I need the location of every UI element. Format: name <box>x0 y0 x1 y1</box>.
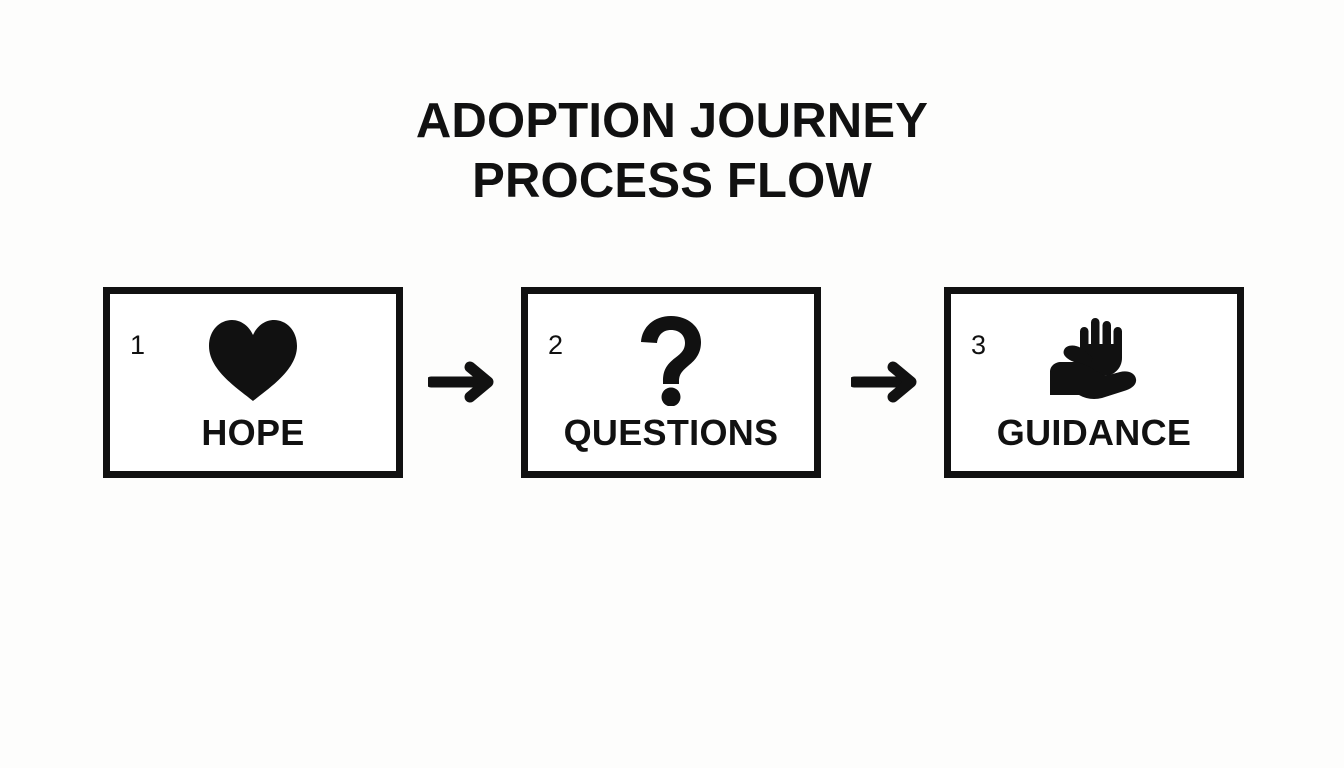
title-line-1: ADOPTION JOURNEY <box>415 94 929 148</box>
step-label: HOPE <box>201 412 305 453</box>
process-flow-diagram: 1 HOPE 2 QUESTIONS 3 <box>103 287 1245 478</box>
heart-icon <box>110 312 396 407</box>
process-step-3[interactable]: 3 GUIDANCE <box>944 287 1244 478</box>
arrow-right-icon <box>428 359 498 405</box>
step-number: 3 <box>971 330 987 360</box>
process-step-2[interactable]: 2 QUESTIONS <box>521 287 821 478</box>
step-number: 1 <box>130 330 146 360</box>
step-label: QUESTIONS <box>563 412 779 453</box>
question-mark-icon <box>528 312 814 407</box>
helping-hand-icon <box>951 312 1237 407</box>
step-number: 2 <box>548 330 564 360</box>
title-line-2: PROCESS FLOW <box>472 153 872 208</box>
step-label: GUIDANCE <box>996 412 1192 453</box>
page-title: ADOPTION JOURNEY PROCESS FLOW <box>0 92 1344 212</box>
arrow-right-icon <box>851 359 921 405</box>
process-step-1[interactable]: 1 HOPE <box>103 287 403 478</box>
